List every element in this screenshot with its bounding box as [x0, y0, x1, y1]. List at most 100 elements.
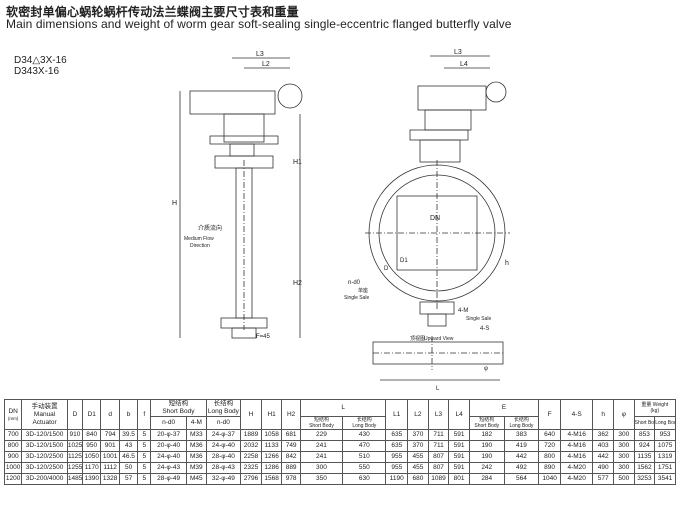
table-cell: 403 [592, 440, 615, 452]
right-label-L4: L4 [460, 61, 468, 68]
table-cell: 442 [592, 451, 615, 463]
table-cell: M33 [186, 429, 207, 441]
table-cell: M36 [186, 440, 207, 452]
table-cell: 4-M16 [559, 440, 594, 452]
table-cell: 500 [613, 473, 635, 485]
header-4S: 4-S [559, 399, 594, 430]
table-cell: 591 [448, 440, 470, 452]
table-cell: 635 [385, 440, 409, 452]
table-cell: 711 [427, 440, 450, 452]
table-cell: 5 [137, 451, 152, 463]
table-cell: 32-φ-49 [205, 473, 242, 485]
table-cell: 28-φ-49 [150, 473, 188, 485]
left-label-H1: H1 [293, 159, 302, 166]
table-cell: 1040 [538, 473, 561, 485]
table-cell: 300 [613, 462, 635, 474]
table-cell: 3D-200/4000 [21, 473, 68, 485]
table-cell: 800 [538, 451, 561, 463]
right-gearbox [417, 85, 487, 111]
table-cell: 1000 [3, 462, 23, 474]
table-cell: 442 [503, 451, 540, 463]
table-cell: 1125 [66, 451, 84, 463]
table-cell: 300 [299, 462, 344, 474]
table-cell: 492 [503, 462, 540, 474]
single-seat-en-2: Single Sale [466, 316, 492, 322]
table-cell: 455 [407, 462, 429, 474]
table-cell: 591 [448, 451, 470, 463]
table-cell: 1485 [66, 473, 84, 485]
table-cell: 370 [407, 429, 429, 441]
table-cell: 362 [592, 429, 615, 441]
left-handwheel [277, 83, 303, 109]
table-cell: 550 [342, 462, 387, 474]
header-H: H [240, 399, 262, 430]
table-cell: 5 [137, 473, 152, 485]
table-cell: 1025 [66, 440, 84, 452]
table-cell: 807 [427, 462, 450, 474]
table-cell: 955 [385, 462, 409, 474]
header-L4: L4 [448, 399, 470, 430]
table-cell: 720 [538, 440, 561, 452]
table-cell: 419 [503, 440, 540, 452]
table-cell: 24-φ-40 [205, 440, 242, 452]
table-cell: 1751 [654, 462, 676, 474]
table-cell: 28-φ-43 [205, 462, 242, 474]
left-label-H: H [172, 200, 177, 207]
table-cell: 640 [538, 429, 561, 441]
table-cell: M36 [186, 451, 207, 463]
table-cell: 20-φ-40 [150, 440, 188, 452]
single-seat-en: Single Sale [344, 295, 370, 301]
header-L3: L3 [427, 399, 450, 430]
table-cell: 1286 [260, 462, 283, 474]
table-cell: 680 [407, 473, 429, 485]
table-cell: 1170 [82, 462, 102, 474]
header-weight-short: Short Body [633, 416, 656, 430]
table-cell: 24-φ-40 [150, 451, 188, 463]
medium-flow-en2: Direction [190, 243, 210, 249]
right-label-L: L [436, 386, 440, 392]
table-cell: 901 [100, 440, 120, 452]
table-cell: 3541 [654, 473, 676, 485]
table-cell: 39.5 [118, 429, 139, 441]
header-nd0-short: n-d0 [150, 416, 188, 430]
header-E: E [468, 399, 540, 417]
table-cell: 711 [427, 429, 450, 441]
table-cell: 890 [538, 462, 561, 474]
table-cell: 681 [281, 429, 301, 441]
table-cell: 4-M20 [559, 462, 594, 474]
right-handwheel [485, 81, 507, 103]
table-cell: 190 [468, 451, 505, 463]
model-code-2: D343X-16 [14, 66, 60, 77]
table-cell: 749 [281, 440, 301, 452]
table-cell: 4-M20 [559, 473, 594, 485]
header-H1: H1 [260, 399, 283, 430]
table-cell: 5 [137, 440, 152, 452]
table-cell: 955 [385, 451, 409, 463]
table-cell: 1058 [260, 429, 283, 441]
title-english: Main dimensions and weight of worm gear … [6, 17, 512, 31]
table-cell: 1562 [633, 462, 656, 474]
table-cell: 800 [3, 440, 23, 452]
table-cell: 1075 [654, 440, 676, 452]
table-cell: 24-φ-43 [150, 462, 188, 474]
table-cell: 1001 [100, 451, 120, 463]
table-cell: 1050 [82, 451, 102, 463]
header-b: b [118, 399, 139, 430]
table-cell: 1328 [100, 473, 120, 485]
title-chinese: 软密封单偏心蜗轮蜗杆传动法兰蝶阀主要尺寸表和重量 [6, 5, 299, 19]
table-cell: 3D-120/2500 [21, 451, 68, 463]
table-cell: 3D-120/2500 [21, 462, 68, 474]
header-4M: 4-M [186, 416, 207, 430]
table-cell: 807 [427, 451, 450, 463]
table-cell: 430 [342, 429, 387, 441]
left-label-L3: L3 [256, 51, 264, 58]
right-label-4M: 4-M [458, 308, 468, 314]
table-cell: 2796 [240, 473, 262, 485]
